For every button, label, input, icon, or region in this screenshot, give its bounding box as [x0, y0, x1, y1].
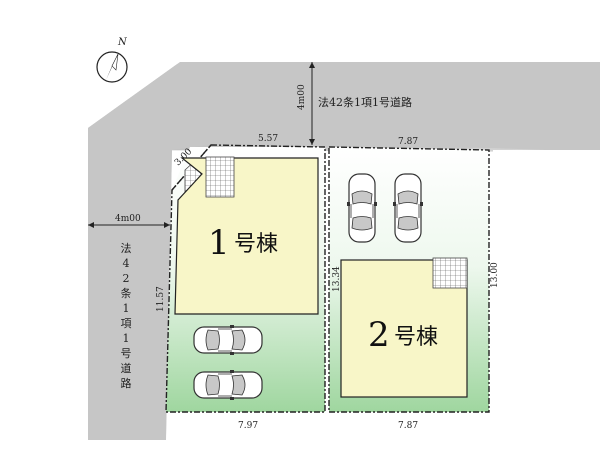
lot1-dim-top: 5.57 [258, 134, 278, 144]
top-road-width-dim: 4m00 [297, 62, 315, 145]
parking-car [193, 369, 263, 401]
north-letter: N [117, 37, 128, 48]
lot2-dim-bottom: 7.87 [398, 421, 418, 431]
top-road-width: 4m00 [297, 84, 307, 110]
building-2-suffix: 号棟 [394, 325, 438, 350]
left-road-width: 4m00 [115, 214, 141, 224]
lot2-dim-top: 7.87 [398, 137, 418, 147]
building-1-number: 1 [208, 223, 230, 263]
building-1-stair [205, 156, 235, 198]
lot1-dim-bottom: 7.97 [238, 421, 258, 431]
building-2-number: 2 [368, 315, 390, 355]
parking-car [193, 324, 263, 356]
lot2-dim-right: 13.00 [490, 262, 500, 288]
building-2-stair [432, 257, 468, 289]
parking-car [346, 173, 378, 243]
lot1-dim-left: 11.57 [156, 286, 166, 312]
lot2-dim-left: 13.34 [332, 266, 342, 292]
top-road-label: 法42条1項1号道路 [318, 95, 412, 109]
lot2-boundary [328, 146, 490, 413]
north-arrow-icon: N [96, 37, 128, 83]
left-road-width-dim: 4m00 [88, 214, 170, 228]
road-surface [88, 62, 600, 440]
building-1-suffix: 号棟 [234, 232, 278, 257]
parking-car [392, 173, 424, 243]
